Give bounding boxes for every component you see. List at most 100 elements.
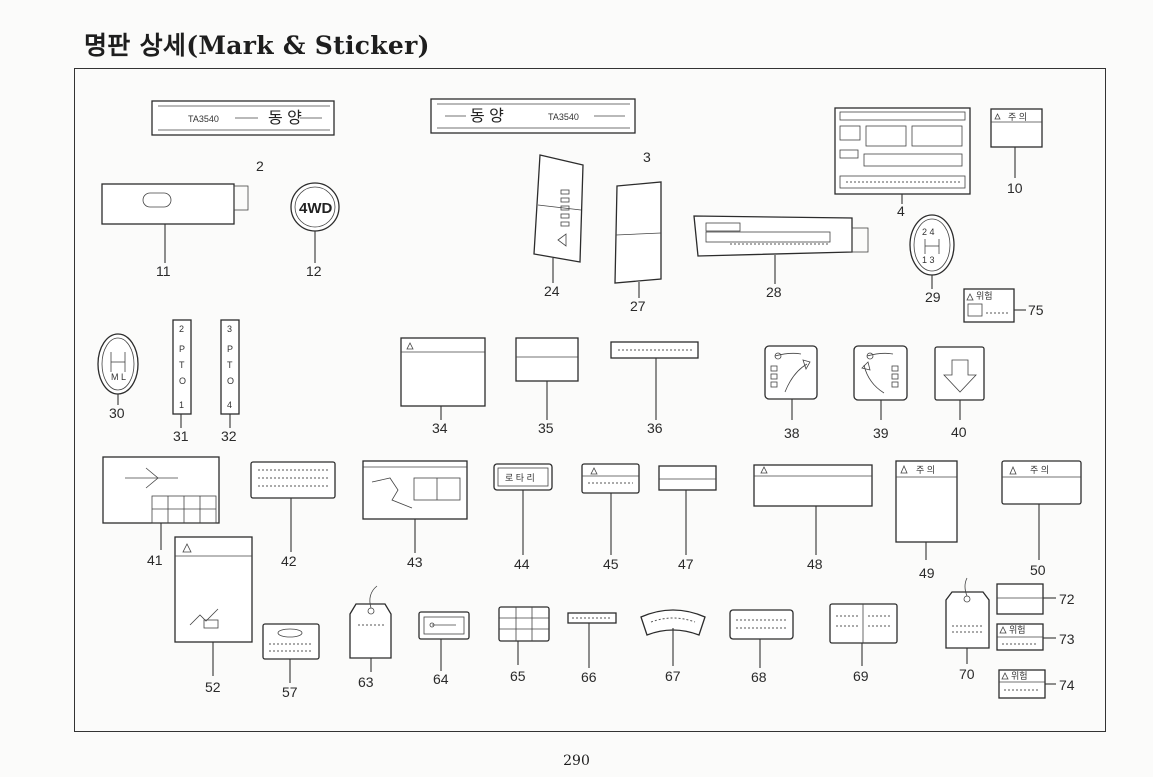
folded-decal-27 (614, 181, 662, 284)
pto-32-c2: T (227, 360, 233, 370)
warning-label-75-text: 위험 (976, 291, 993, 301)
pto-31-c1: P (179, 344, 185, 354)
part-label-2: 2 (256, 158, 264, 174)
part-label-69: 69 (853, 668, 869, 684)
warning-strip-48 (753, 464, 873, 507)
text-label-42 (250, 461, 336, 499)
part-label-38: 38 (784, 425, 800, 441)
pto-32-c0: 3 (227, 324, 232, 334)
caution-label-50-text: 주 의 (1030, 465, 1049, 475)
warning-label-74-text: 위험 (1011, 671, 1028, 681)
part-label-75: 75 (1028, 302, 1044, 318)
part-label-68: 68 (751, 669, 767, 685)
part-label-12: 12 (306, 263, 322, 279)
pto-32-c3: O (227, 376, 234, 386)
pto-32-c4: 4 (227, 400, 232, 410)
part-label-63: 63 (358, 674, 374, 690)
strip-label-66 (567, 612, 617, 624)
lever-decal-24 (533, 154, 584, 263)
warning-label-73: 위험 (996, 623, 1044, 651)
label-57 (262, 623, 320, 660)
part-label-41: 41 (147, 552, 163, 568)
lever-diagram-39 (853, 345, 908, 401)
label-69 (829, 603, 898, 644)
part-label-67: 67 (665, 668, 681, 684)
part-label-36: 36 (647, 420, 663, 436)
warning-label-73-text: 위험 (1009, 625, 1026, 635)
lever-diagram-38 (764, 345, 818, 400)
caution-label-10: 주 의 (990, 108, 1043, 148)
part-label-24: 24 (544, 283, 560, 299)
warning-label-74: 위험 (998, 669, 1046, 699)
pto-strip-32: 3 P T O 4 (220, 319, 240, 415)
shift-pattern-29-lower: 1 3 (922, 255, 935, 265)
part-label-52: 52 (205, 679, 221, 695)
caution-sheet-49: 주 의 (895, 460, 958, 543)
part-label-32: 32 (221, 428, 237, 444)
part-label-47: 47 (678, 556, 694, 572)
part-label-40: 40 (951, 424, 967, 440)
four-wd-text: 4WD (299, 200, 333, 217)
part-label-28: 28 (766, 284, 782, 300)
panel-decal-4 (834, 107, 971, 195)
part-label-49: 49 (919, 565, 935, 581)
nameplate-left-model: TA3540 (188, 114, 219, 124)
caution-sheet-49-text: 주 의 (916, 465, 935, 475)
label-47 (658, 465, 717, 491)
part-label-29: 29 (925, 289, 941, 305)
part-label-30: 30 (109, 405, 125, 421)
pto-31-c2: T (179, 360, 185, 370)
part-label-66: 66 (581, 669, 597, 685)
part-label-42: 42 (281, 553, 297, 569)
nameplate-right-model: TA3540 (548, 112, 579, 122)
warning-label-75: 위험 (963, 288, 1015, 323)
nameplate-right: 동 양 TA3540 (430, 98, 636, 134)
label-35 (515, 337, 579, 382)
pto-31-c0: 2 (179, 324, 184, 334)
part-label-74: 74 (1059, 677, 1075, 693)
grid-label-65 (498, 606, 550, 642)
part-label-45: 45 (603, 556, 619, 572)
key-plate-11 (101, 183, 249, 225)
part-label-64: 64 (433, 671, 449, 687)
part-label-70: 70 (959, 666, 975, 682)
range-oval-30: M L (97, 333, 139, 395)
part-label-10: 10 (1007, 180, 1023, 196)
rotary-label-text: 로 타 리 (505, 473, 535, 483)
label-72 (996, 583, 1044, 615)
caution-label-10-text: 주 의 (1008, 112, 1027, 122)
caution-label-45 (581, 463, 640, 494)
range-oval-30-low: M L (111, 372, 126, 382)
side-decal-28 (693, 215, 869, 257)
page-number: 290 (563, 753, 590, 769)
part-label-43: 43 (407, 554, 423, 570)
part-label-48: 48 (807, 556, 823, 572)
nameplate-left-brand: 동 양 (268, 109, 302, 127)
part-label-72: 72 (1059, 591, 1075, 607)
label-64 (418, 611, 470, 640)
part-label-50: 50 (1030, 562, 1046, 578)
part-label-34: 34 (432, 420, 448, 436)
nameplate-left: TA3540 동 양 (151, 100, 335, 136)
pto-31-c4: 1 (179, 400, 184, 410)
hang-tag-63 (349, 585, 392, 659)
part-label-65: 65 (510, 668, 526, 684)
part-label-11: 11 (156, 263, 171, 279)
part-label-27: 27 (630, 298, 646, 314)
rotary-label-44: 로 타 리 (493, 463, 553, 491)
part-label-44: 44 (514, 556, 530, 572)
diagram-frame (74, 68, 1106, 732)
part-label-31: 31 (173, 428, 189, 444)
pto-32-c1: P (227, 344, 233, 354)
warning-sheet-34 (400, 337, 486, 407)
part-label-73: 73 (1059, 631, 1075, 647)
page-title: 명판 상세(Mark & Sticker) (84, 31, 430, 60)
part-label-3: 3 (643, 149, 651, 165)
hang-tag-70 (945, 577, 990, 649)
arrow-decal-40 (934, 346, 985, 401)
shift-pattern-29: 2 4 1 3 (909, 214, 955, 276)
caution-label-50: 주 의 (1001, 460, 1082, 505)
part-label-4: 4 (897, 203, 905, 219)
part-label-39: 39 (873, 425, 889, 441)
